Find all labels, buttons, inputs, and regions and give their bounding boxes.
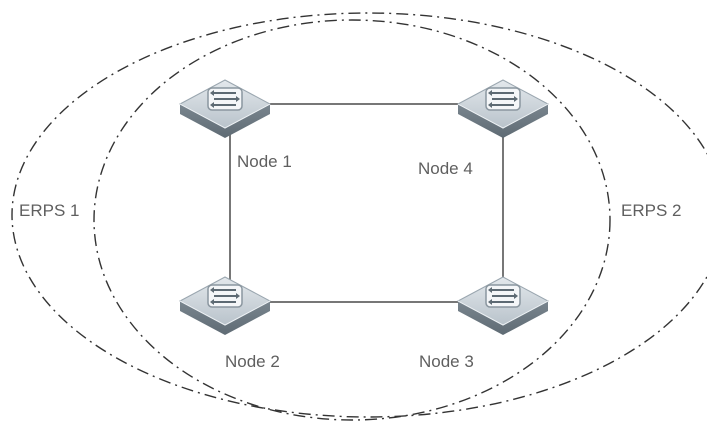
node-4-label: Node 4 — [418, 159, 473, 178]
erps-2-label: ERPS 2 — [621, 201, 682, 220]
node-2-label: Node 2 — [225, 352, 280, 371]
network-switch-icon — [457, 276, 549, 336]
node-1-label: Node 1 — [237, 152, 292, 171]
node-3-label: Node 3 — [419, 352, 474, 371]
network-switch-icon — [179, 79, 271, 139]
erps-1-ring — [11, 12, 707, 418]
network-switch-icon — [179, 276, 271, 336]
erps-2-ring — [93, 19, 611, 421]
erps-1-label: ERPS 1 — [19, 201, 80, 220]
network-switch-icon — [457, 79, 549, 139]
